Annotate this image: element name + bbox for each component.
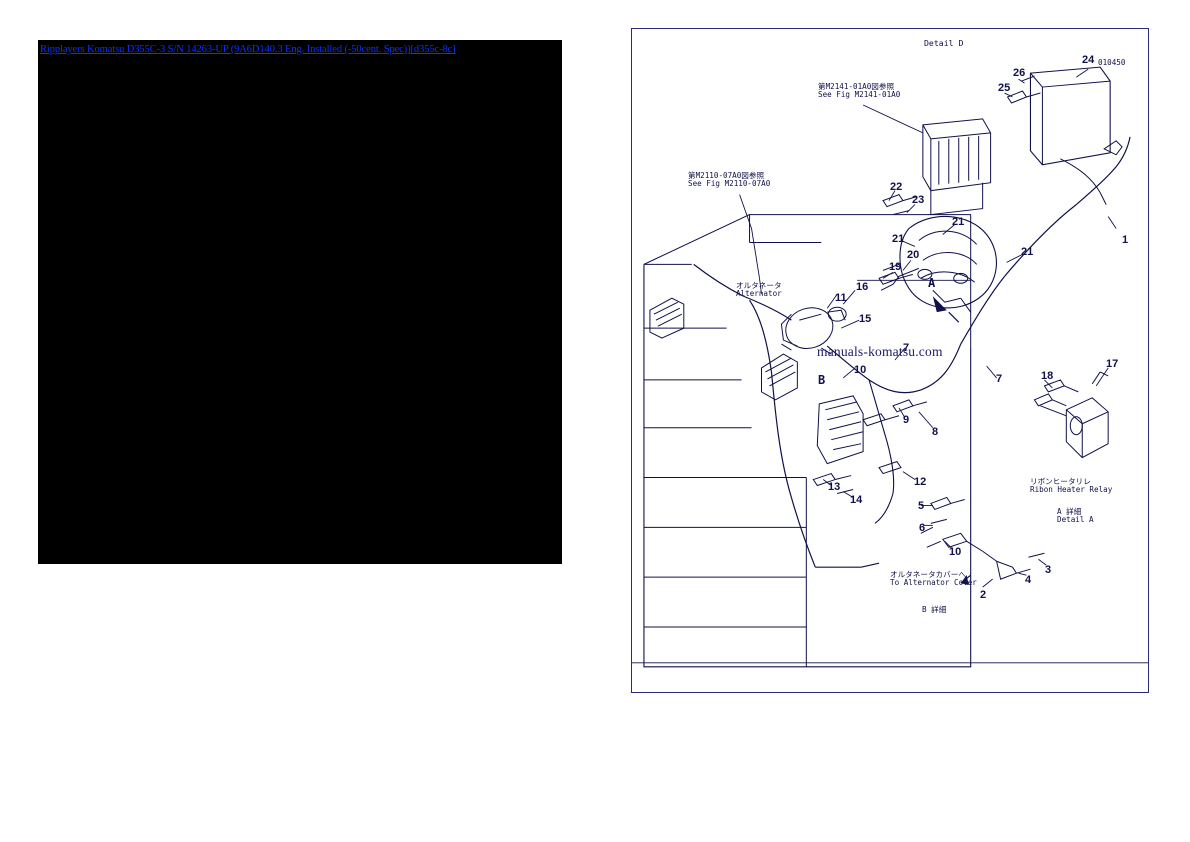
callout-4[interactable]: 4 [1025,574,1032,586]
detail-a-label: A 詳細 Detail A [1057,507,1094,524]
see-fig-m2110-07a0: 第M2110-07A0図参照 See Fig M2110-07A0 [688,171,771,188]
callout-3[interactable]: 3 [1045,564,1052,576]
callout-21[interactable]: 21 [952,216,965,228]
callout-5[interactable]: 5 [918,500,925,512]
watermark: manuals-komatsu.com [817,344,943,359]
alternator-label: オルタネータ Alternator [736,281,782,298]
callout-8[interactable]: 8 [932,426,939,438]
callout-18[interactable]: 18 [1041,370,1054,382]
callout-20[interactable]: 20 [907,249,920,261]
callout-6[interactable]: 6 [919,522,926,534]
ribbon-heater-relay-label: リボンヒータリレ Ribon Heater Relay [1030,477,1113,494]
callout-16[interactable]: 16 [856,281,869,293]
callout-11[interactable]: 11 [835,292,847,304]
detail-d-label: Detail D [924,38,964,48]
detail-b-label: B 詳細 [922,605,947,614]
callout-22[interactable]: 22 [890,181,903,193]
callout-10-b[interactable]: 10 [949,546,962,558]
diagram-drawing [632,66,1148,668]
image-placeholder [38,40,562,564]
callout-9[interactable]: 9 [903,414,910,426]
callout-21-b[interactable]: 21 [892,233,905,245]
page-title[interactable]: Ripplayers Komatsu D355C-3 S/N 14263-UP … [40,44,456,55]
callout-13[interactable]: 13 [828,481,841,493]
callout-12[interactable]: 12 [914,476,927,488]
callout-15[interactable]: 15 [859,313,872,325]
callout-7[interactable]: 7 [903,342,910,354]
callout-2[interactable]: 2 [980,589,987,601]
marker-b: B [818,373,826,387]
drawing-number: 010450 [1098,58,1126,67]
callout-17[interactable]: 17 [1106,358,1119,370]
callout-26[interactable]: 26 [1013,67,1026,79]
callout-19[interactable]: 19 [889,261,902,273]
parts-diagram: manuals-komatsu.com Detail D 010450 第M21… [631,28,1149,693]
to-alternator-cover-label: オルタネータカバーへ To Alternator Cover [890,570,977,587]
callout-23[interactable]: 23 [912,194,925,206]
callout-1[interactable]: 1 [1122,234,1129,246]
see-fig-m2141-01a0: 第M2141-01A0図参照 See Fig M2141-01A0 [818,82,901,99]
callout-10[interactable]: 10 [854,364,867,376]
callout-21-c[interactable]: 21 [1021,246,1034,258]
callout-24[interactable]: 24 [1082,54,1095,66]
callout-25[interactable]: 25 [998,82,1011,94]
callout-14[interactable]: 14 [850,494,863,506]
marker-a: A [928,276,936,290]
callout-7-b[interactable]: 7 [996,373,1003,385]
